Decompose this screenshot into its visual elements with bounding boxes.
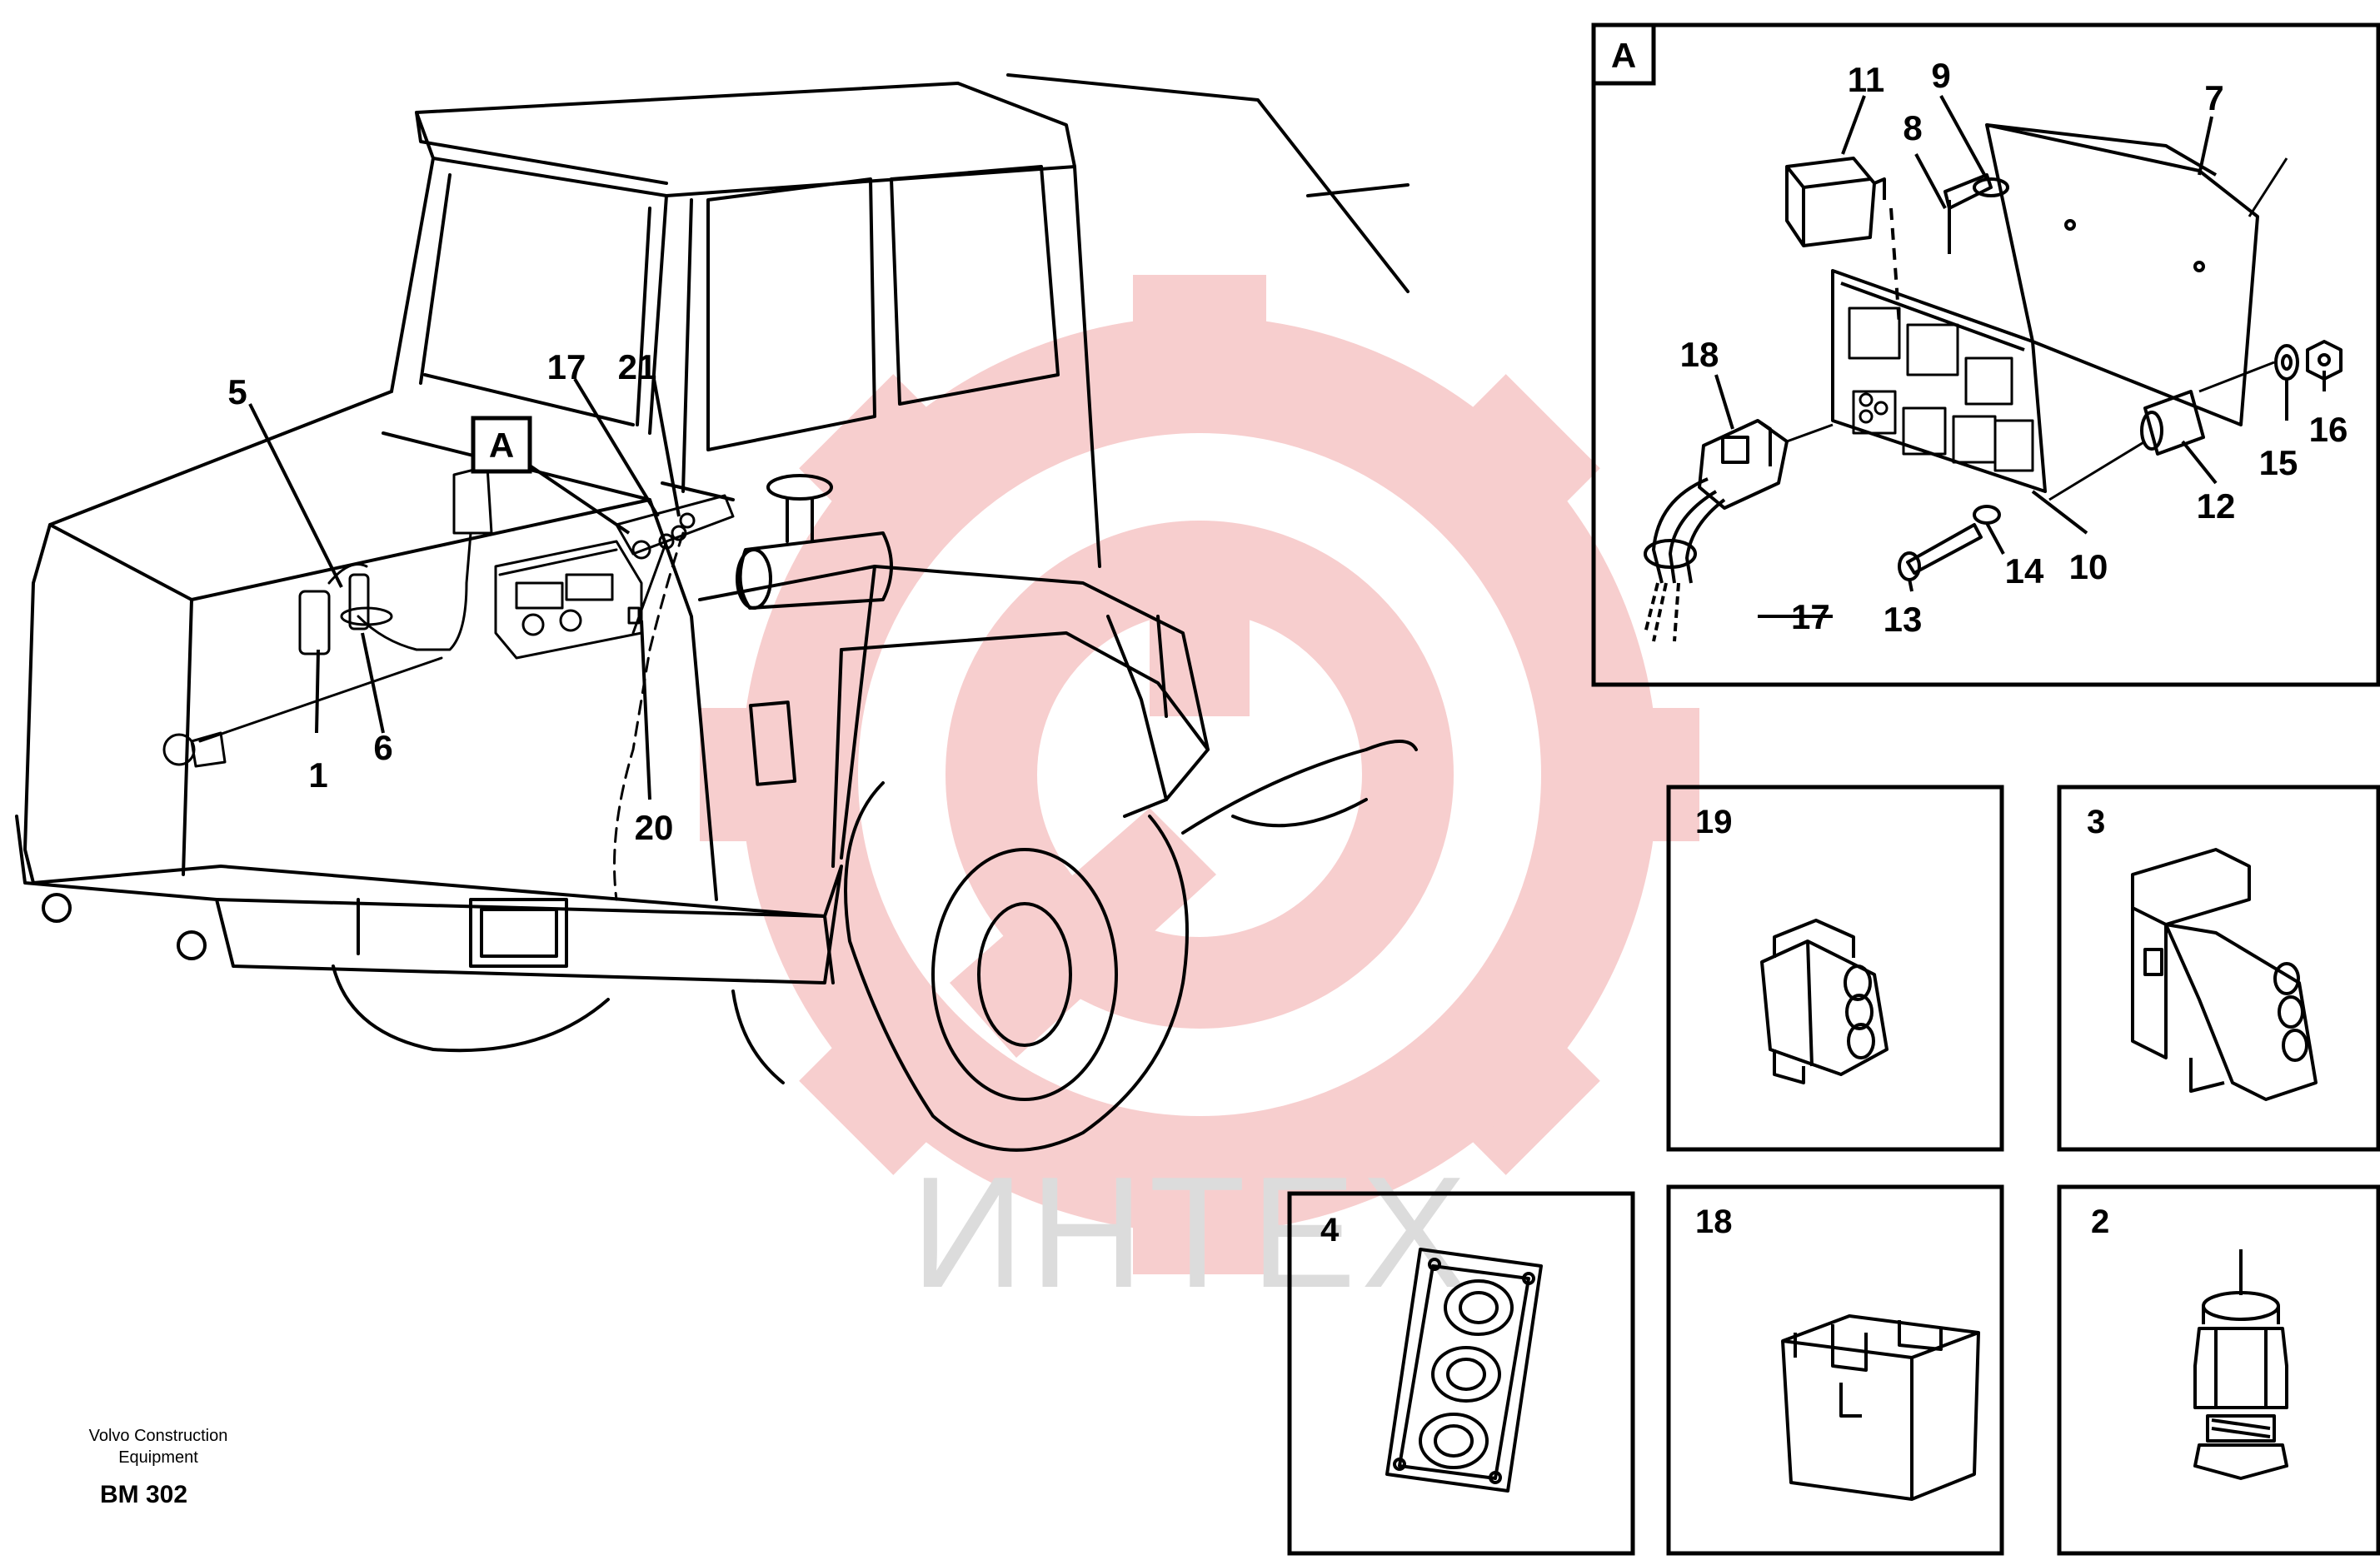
component-pressure-switches <box>298 563 393 655</box>
component-relay-bracket <box>615 494 735 560</box>
detail-a-panel: A <box>1591 22 2380 687</box>
callout-21: 21 <box>618 347 657 386</box>
detail-callout-10: 10 <box>2069 547 2108 586</box>
dumper-vehicle-drawing <box>15 73 1418 1152</box>
inset-3: 3 <box>2057 785 2380 1152</box>
detail-a-tag: A <box>1611 36 1636 75</box>
svg-text:18: 18 <box>1695 1204 1733 1240</box>
svg-text:19: 19 <box>1695 804 1733 840</box>
footer-block: Volvo Construction Equipment BM 302 <box>89 1427 228 1508</box>
detail-callout-13: 13 <box>1884 600 1923 639</box>
detail-callout-14: 14 <box>2005 551 2044 591</box>
pressure-switch-icon <box>2193 1249 2288 1480</box>
footer-code: BM 302 <box>100 1481 187 1508</box>
detail-callout-15: 15 <box>2259 443 2298 482</box>
detail-callout-11: 11 <box>1848 60 1884 99</box>
svg-text:2: 2 <box>2091 1204 2109 1240</box>
callout-20: 20 <box>635 808 674 847</box>
callout-6: 6 <box>373 728 392 767</box>
component-electrical-box <box>494 540 643 660</box>
footer-company-line1: Volvo Construction <box>89 1427 228 1445</box>
detail-callout-8: 8 <box>1903 108 1922 147</box>
detail-callout-12: 12 <box>2197 486 2236 526</box>
svg-text:4: 4 <box>1320 1212 1340 1248</box>
three-way-connector-icon <box>1760 919 1889 1084</box>
inset-19: 19 <box>1666 785 2004 1152</box>
watermark-gear-icon: ИНТЕХ <box>700 275 1699 1321</box>
main-leader-lines <box>248 377 681 800</box>
svg-text:A: A <box>489 426 514 465</box>
callout-5: 5 <box>227 372 247 411</box>
detail-ref-a: A <box>471 416 532 474</box>
detail-callout-17: 17 <box>1791 597 1830 636</box>
callout-17: 17 <box>547 347 586 386</box>
detail-callout-7: 7 <box>2204 78 2223 117</box>
detail-callout-9: 9 <box>1931 56 1950 95</box>
component-horn <box>162 731 227 768</box>
callout-1: 1 <box>308 755 327 795</box>
footer-company-line2: Equipment <box>118 1448 198 1467</box>
svg-text:3: 3 <box>2087 804 2105 840</box>
inset-18: 18 <box>1666 1184 2004 1556</box>
grommet-plate-icon <box>1385 1248 1543 1493</box>
connector-housing-icon <box>1781 1314 1980 1501</box>
watermark-text: ИНТЕХ <box>911 1144 1471 1321</box>
detail-callout-18: 18 <box>1680 335 1719 374</box>
flanged-connector-icon <box>2131 848 2318 1101</box>
detail-callout-16: 16 <box>2309 410 2348 449</box>
inset-4: 4 <box>1287 1191 1635 1556</box>
inset-2: 2 <box>2057 1184 2380 1556</box>
